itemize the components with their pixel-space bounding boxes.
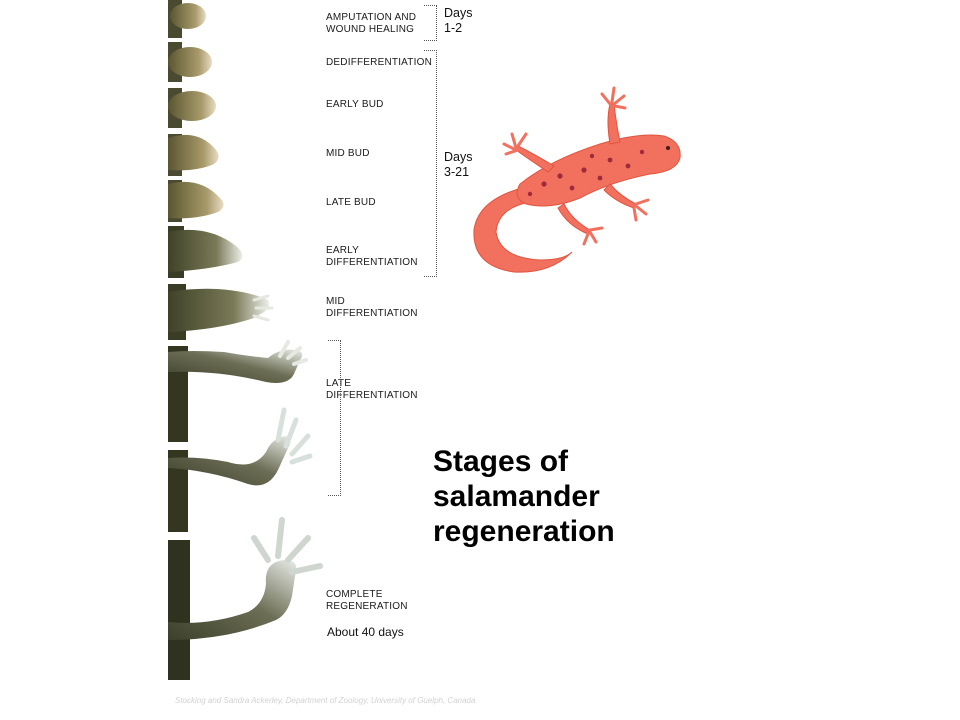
stage-label-mid-differentiation: MID DIFFERENTIATION (326, 296, 418, 319)
stage-label-early-differentiation: EARLY DIFFERENTIATION (326, 245, 418, 268)
bracket-days-3-21 (424, 50, 437, 277)
limb-stage-mid-bud (168, 134, 219, 176)
diagram-title: Stages of salamander regeneration (433, 445, 615, 548)
image-credit: Stocking and Sandra Ackerley, Department… (175, 696, 476, 705)
limb-stage-late-differentiation-2 (168, 407, 313, 532)
newt-drawing (473, 86, 681, 273)
stage-label-late-differentiation: LATE DIFFERENTIATION (326, 378, 418, 401)
stage-label-amputation: AMPUTATION AND WOUND HEALING (326, 12, 417, 35)
period-label-days-3-21: Days 3-21 (444, 150, 473, 179)
limb-stage-late-differentiation (168, 340, 308, 442)
newt-spots (527, 149, 645, 197)
limb-stage-dedifferentiation (168, 42, 212, 82)
bracket-days-1-2 (424, 5, 437, 41)
period-label-days-1-2: Days 1-2 (444, 6, 473, 35)
bracket-late-differentiation (328, 340, 341, 496)
stage-label-mid-bud: MID BUD (326, 148, 370, 159)
limb-stage-early-bud (168, 88, 216, 128)
limb-stage-complete-regeneration (168, 517, 323, 680)
limb-stage-amputation (168, 0, 206, 38)
stage-label-complete-regeneration: COMPLETE REGENERATION (326, 589, 408, 612)
stage-label-early-bud: EARLY BUD (326, 99, 384, 110)
stage-label-dedifferentiation: DEDIFFERENTIATION (326, 57, 432, 68)
stage-label-late-bud: LATE BUD (326, 197, 376, 208)
limb-stage-mid-differentiation (168, 284, 274, 340)
limb-stage-late-bud (168, 180, 224, 222)
red-eft-newt-illustration (460, 80, 690, 280)
completion-time-note: About 40 days (327, 625, 404, 639)
limb-photo-illustration (168, 0, 323, 680)
limb-stage-early-differentiation (168, 226, 243, 278)
limb-photo-strip (168, 0, 338, 690)
